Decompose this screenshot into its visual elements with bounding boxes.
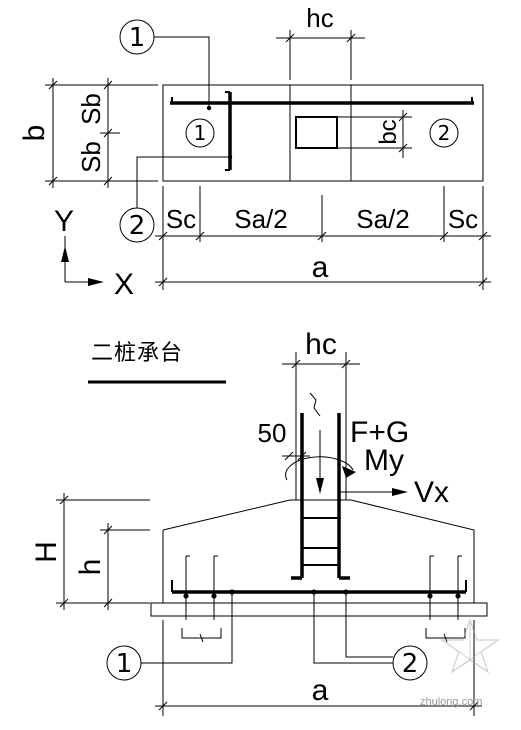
watermark-logo	[440, 618, 500, 674]
plan-a-label: a	[312, 251, 329, 284]
plan-bc-label: bc	[375, 119, 402, 144]
section-hc-label: hc	[305, 328, 337, 361]
moment-my-label: My	[364, 444, 404, 477]
watermark-text: zhulong.com	[420, 696, 482, 708]
plan-b-label: b	[18, 125, 51, 142]
shear-vx-label: Vx	[414, 476, 449, 509]
moment-arc	[285, 456, 354, 481]
blinding-layer	[150, 602, 488, 617]
plan-sb-top-label: Sb	[76, 93, 106, 125]
callout-1-section-label: 1	[116, 649, 133, 679]
load-fg-label: F+G	[350, 416, 409, 449]
section-a-label: a	[312, 674, 329, 707]
section-h-total-label: H	[30, 541, 63, 563]
axis-y-label: Y	[54, 205, 74, 238]
cap-section-outline	[162, 499, 475, 604]
plan-hc-label: hc	[306, 3, 333, 33]
plan-sa-right-label: Sa/2	[356, 204, 410, 234]
section-view: hc 50 F+G My Vx H h 1 2	[30, 328, 488, 716]
drawing-title: 二桩承台	[91, 341, 183, 366]
plan-sc-right-label: Sc	[448, 204, 478, 234]
plan-view: 1 2 hc 1 2 bc	[18, 3, 491, 301]
section-h-edge-label: h	[74, 559, 107, 576]
plan-sa-left-label: Sa/2	[234, 204, 288, 234]
pile-1	[185, 118, 215, 148]
cap-plan-outline	[162, 84, 484, 182]
axis-x-label: X	[114, 268, 134, 301]
pile-2-label: 2	[438, 121, 451, 145]
plan-sb-bottom-label: Sb	[76, 141, 106, 173]
column-section	[295, 116, 338, 149]
pile-2	[429, 118, 459, 148]
callout-1-plan-label: 1	[129, 23, 146, 53]
axis-indicator: Y X	[54, 205, 134, 301]
callout-2-plan-label: 2	[129, 211, 146, 241]
callout-2-section-label: 2	[402, 649, 419, 679]
cover-50-label: 50	[258, 418, 287, 448]
pile-1-label: 1	[194, 121, 207, 145]
plan-sc-left-label: Sc	[166, 204, 196, 234]
